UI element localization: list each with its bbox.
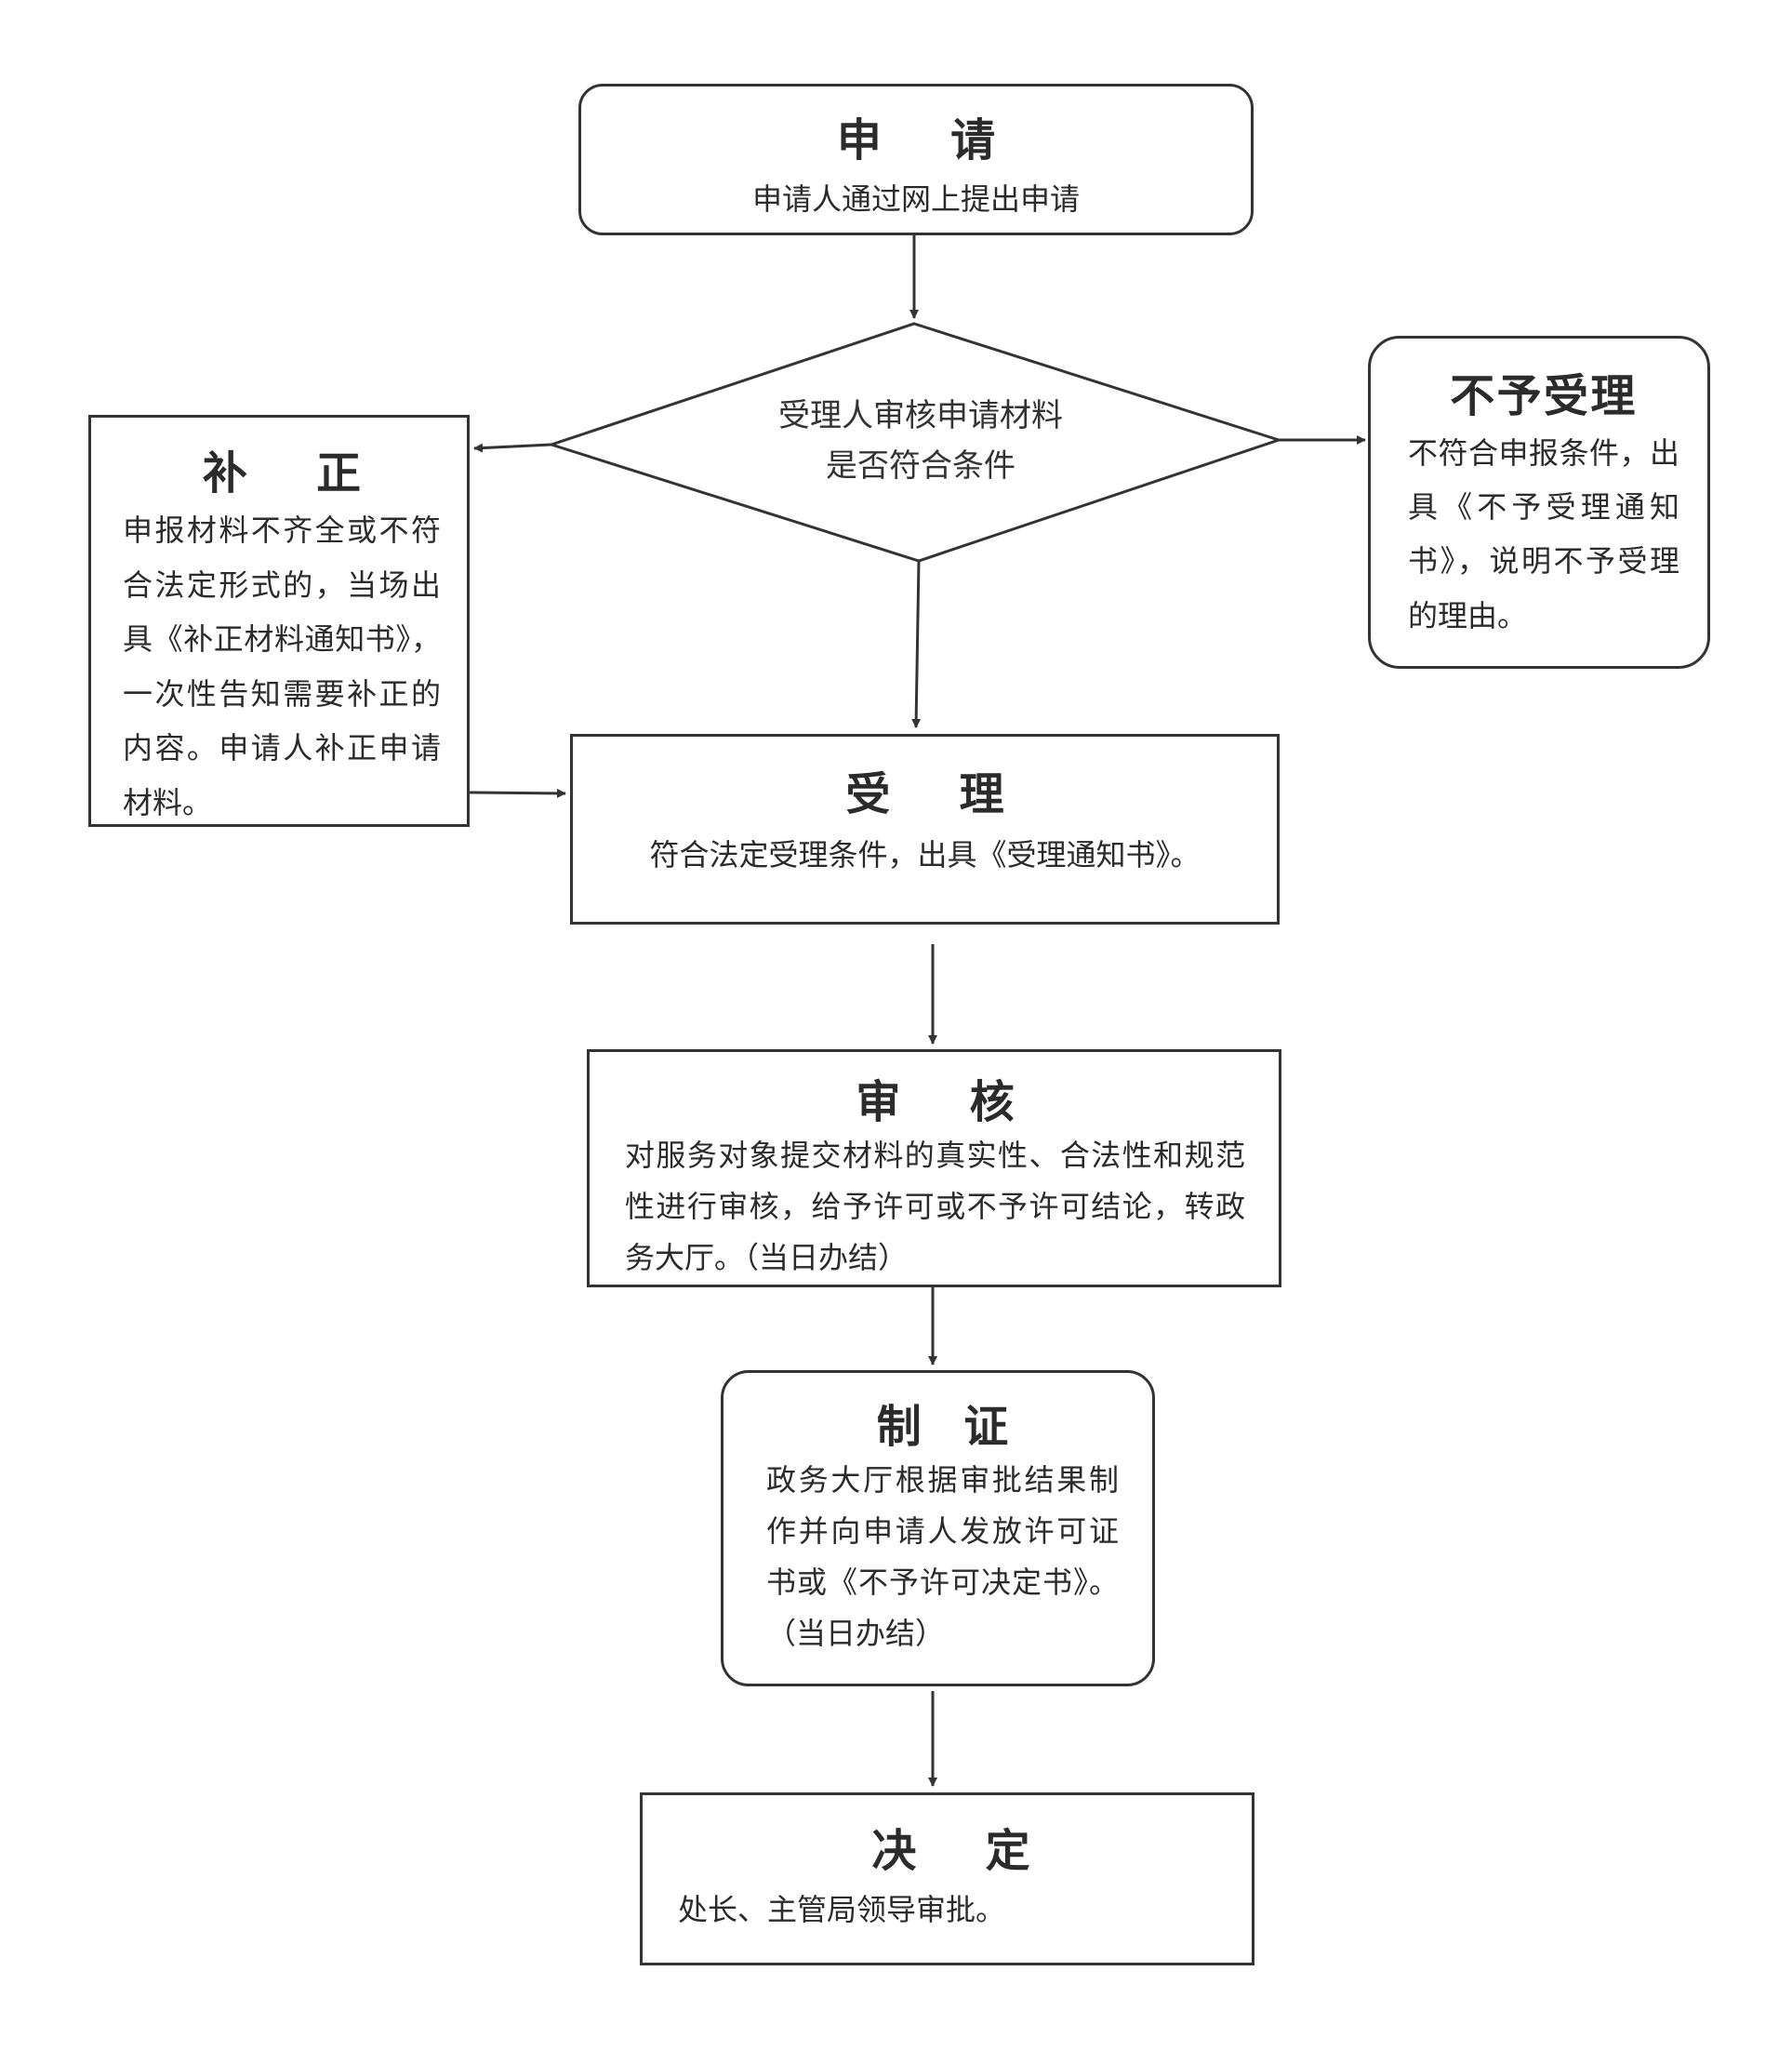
review-title: 审 核 <box>856 1076 1042 1128</box>
arrow-decision-to-accept <box>911 560 922 728</box>
decide-text: 处长、主管局领导审批。 <box>678 1892 1006 1927</box>
certify-text: 政务大厅根据审批结果制作并向申请人发放许可证书或《不予许可决定书》。（当日办结） <box>766 1462 1119 1652</box>
apply-text: 申请人通过网上提出申请 <box>751 181 1080 217</box>
decision-text: 受理人审核申请材料 是否符合条件 <box>679 391 1162 492</box>
supplement-title: 补 正 <box>202 447 388 499</box>
arrow-supplement-to-accept <box>469 788 566 798</box>
decide-node: 决 定 处长、主管局领导审批。 <box>640 1792 1254 1965</box>
decide-title: 决 定 <box>871 1825 1057 1877</box>
certify-title: 制 证 <box>876 1401 1022 1453</box>
supplement-text: 申报材料不齐全或不符合法定形式的，当场出具《补正材料通知书》，一次性告知需要补正… <box>123 513 441 820</box>
review-node: 审 核 对服务对象提交材料的真实性、合法性和规范性进行审核，给予许可或不予许可结… <box>587 1049 1281 1287</box>
accept-node: 受 理 符合法定受理条件，出具《受理通知书》。 <box>570 734 1280 925</box>
apply-node: 申 请 申请人通过网上提出申请 <box>578 84 1254 235</box>
apply-title: 申 请 <box>836 114 1022 166</box>
reject-text: 不符合申报条件，出具《不予受理通知书》，说明不予受理的理由。 <box>1408 435 1679 633</box>
decision-line-2: 是否符合条件 <box>826 447 1015 486</box>
reject-title: 不予受理 <box>1450 370 1638 422</box>
arrow-decision-to-supplement <box>473 443 552 453</box>
accept-title: 受 理 <box>845 768 1031 820</box>
review-text: 对服务对象提交材料的真实性、合法性和规范性进行审核，给予许可或不予许可结论，转政… <box>625 1138 1245 1276</box>
supplement-node: 补 正 申报材料不齐全或不符合法定形式的，当场出具《补正材料通知书》，一次性告知… <box>88 415 470 827</box>
decision-diamond <box>547 322 1283 563</box>
certify-node: 制 证 政务大厅根据审批结果制作并向申请人发放许可证书或《不予许可决定书》。（当… <box>721 1370 1155 1686</box>
accept-text: 符合法定受理条件，出具《受理通知书》。 <box>649 837 1201 872</box>
reject-node: 不予受理 不符合申报条件，出具《不予受理通知书》，说明不予受理的理由。 <box>1368 336 1710 669</box>
decision-line-1: 受理人审核申请材料 <box>778 397 1063 434</box>
